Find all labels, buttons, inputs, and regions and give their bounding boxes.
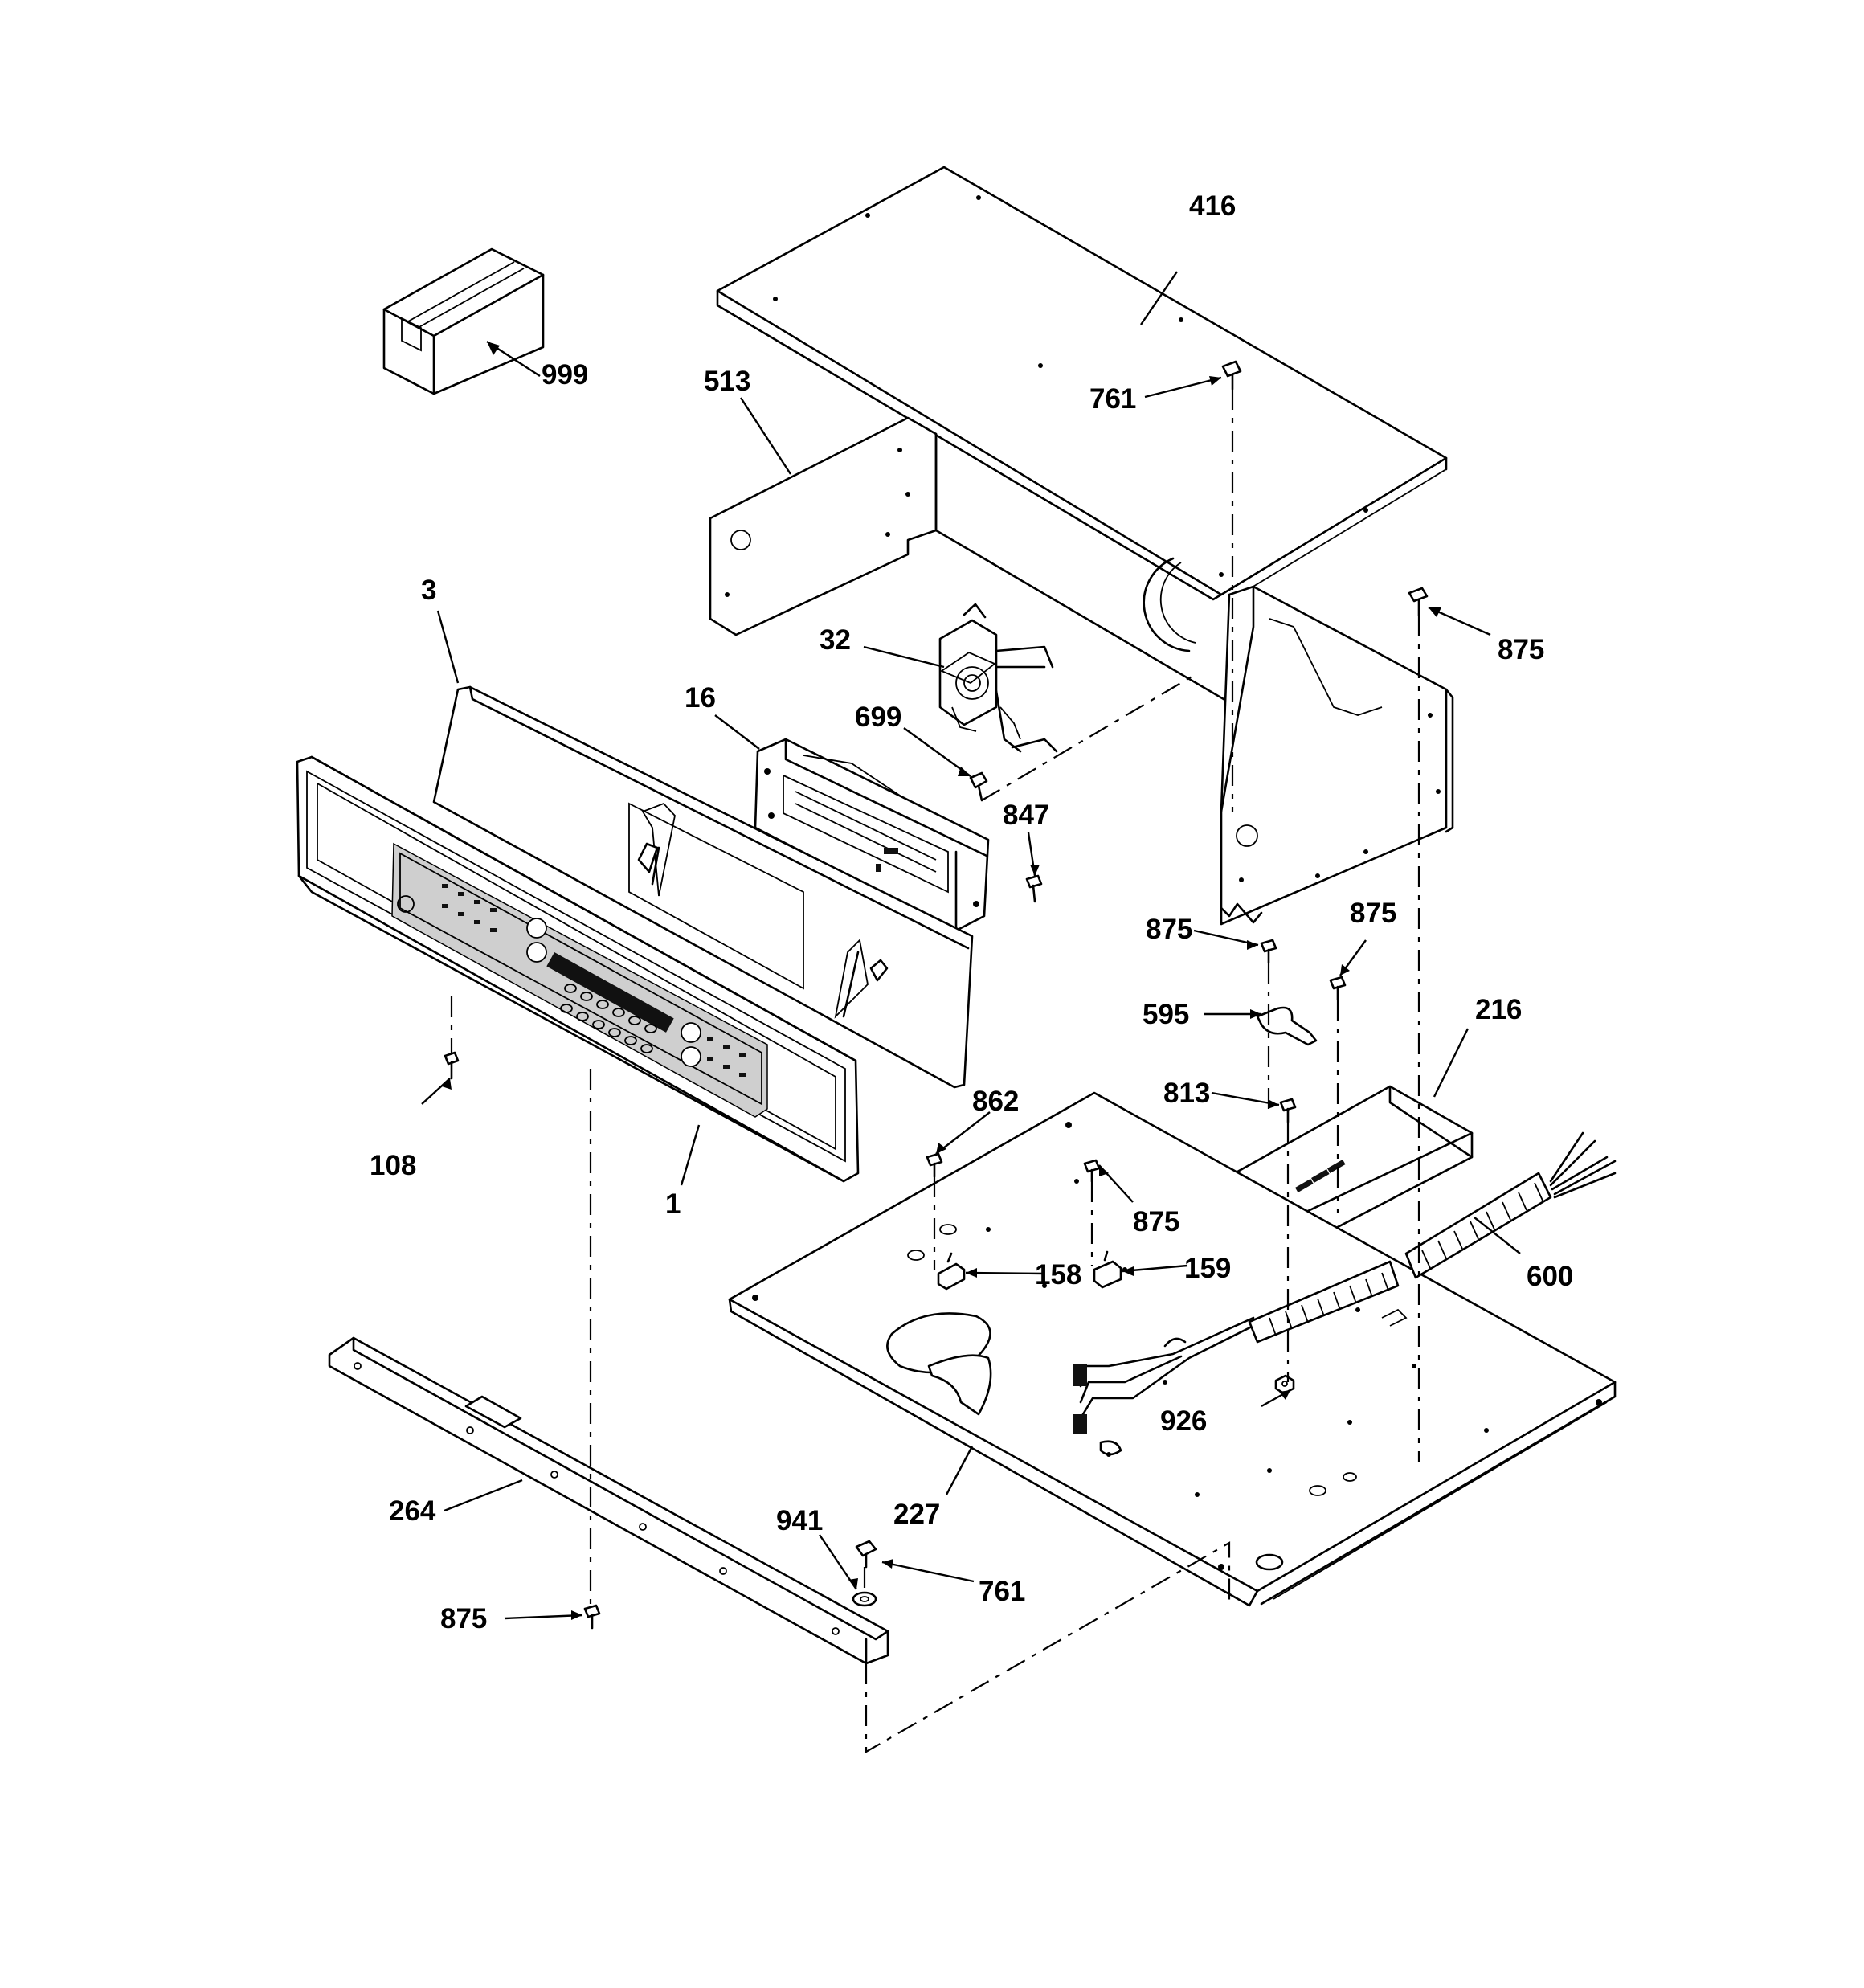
- part-label-926: 926: [1160, 1405, 1207, 1437]
- thermostat-159-part: [1093, 1250, 1122, 1289]
- part-label-875-top: 875: [1498, 634, 1544, 665]
- screw-108-part: [444, 1051, 460, 1080]
- part-label-264: 264: [389, 1495, 436, 1527]
- washer-761-lower-part: [852, 1591, 877, 1607]
- part-label-875-mid-right: 875: [1350, 898, 1396, 929]
- leader-lines: [421, 271, 1521, 1620]
- screw-847-part: [1025, 874, 1043, 903]
- nut-926-part: [1274, 1374, 1295, 1395]
- part-label-813: 813: [1163, 1078, 1210, 1109]
- part-label-3: 3: [421, 575, 436, 606]
- part-label-158: 158: [1035, 1259, 1081, 1291]
- part-label-941: 941: [776, 1505, 823, 1536]
- part-label-600: 600: [1527, 1261, 1573, 1292]
- clamp-595-part: [1256, 1006, 1318, 1046]
- part-number-labels: 999 416 513 761 875 3 32 16 699 847 875 …: [370, 190, 1573, 1634]
- part-label-32: 32: [820, 624, 851, 656]
- screw-875-lower-part: [583, 1604, 601, 1630]
- part-label-159: 159: [1184, 1253, 1231, 1284]
- part-label-227: 227: [893, 1499, 940, 1530]
- top-cover-panel-part: [716, 166, 1448, 602]
- part-label-699: 699: [855, 702, 901, 733]
- part-label-999: 999: [542, 359, 588, 391]
- outer-case-part: [709, 416, 1454, 926]
- literature-box-part: [382, 247, 545, 395]
- part-label-761-lower: 761: [979, 1576, 1025, 1607]
- assembly-lines: [450, 389, 1420, 1753]
- part-label-595: 595: [1143, 999, 1189, 1030]
- part-label-16: 16: [685, 682, 716, 714]
- part-label-875-lower: 875: [440, 1603, 487, 1634]
- screw-761-upper-part: [1221, 360, 1242, 391]
- part-label-216: 216: [1475, 994, 1522, 1025]
- part-label-513: 513: [704, 366, 750, 397]
- part-label-416: 416: [1189, 190, 1236, 222]
- screw-941-part: [855, 1540, 877, 1569]
- screw-699-part: [969, 771, 988, 802]
- part-label-761-upper: 761: [1089, 383, 1136, 415]
- part-label-108: 108: [370, 1150, 416, 1181]
- wire-harness-part: [1073, 1131, 1617, 1456]
- part-label-862: 862: [972, 1086, 1019, 1117]
- fan-motor-part: [938, 603, 1058, 753]
- part-label-875-mid-left: 875: [1146, 914, 1192, 945]
- thermostat-158-part: [937, 1252, 966, 1291]
- part-label-1: 1: [665, 1188, 681, 1220]
- part-label-875-bottom-clip: 875: [1133, 1206, 1179, 1237]
- screw-875-top-part: [1408, 587, 1429, 617]
- panel-backer-part: [432, 685, 974, 1089]
- screw-875-mid-right-part: [1329, 976, 1347, 1001]
- part-label-847: 847: [1003, 800, 1049, 831]
- leader-arrowheads: [442, 342, 1441, 1620]
- screw-813-part: [1279, 1098, 1297, 1123]
- front-trim-rail-part: [328, 1336, 889, 1665]
- screw-875-mid-left-part: [1260, 939, 1277, 964]
- clip-862-part: [926, 1152, 943, 1178]
- bottom-panel-part: [728, 1091, 1617, 1607]
- control-panel-part: [296, 755, 860, 1183]
